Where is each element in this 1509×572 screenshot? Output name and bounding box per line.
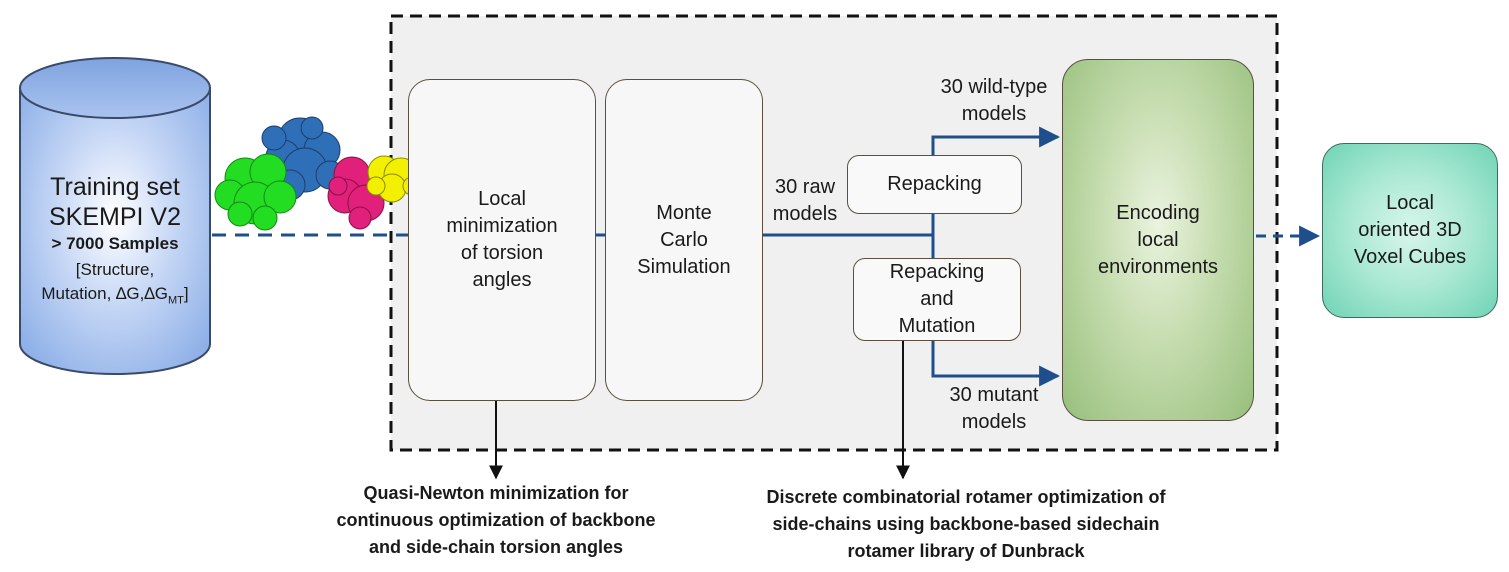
training-set-title: Training set SKEMPI V2 [20, 172, 210, 232]
raw-models-label: 30 raw models [772, 176, 838, 225]
training-set-line1: Training set [50, 173, 180, 201]
training-set-samples: > 7000 Samples [51, 234, 179, 253]
fields-subscript: MT [168, 294, 184, 307]
voxel-cubes-box: Local oriented 3D Voxel Cubes [1322, 143, 1498, 318]
training-set-fields-line2: Mutation, ∆G,∆GMT] [20, 282, 210, 312]
wild-type-models-label: 30 wild-type models [940, 76, 1048, 125]
protein-complex-illustration [214, 116, 422, 231]
training-set-line2: SKEMPI V2 [49, 203, 181, 231]
encoding-box: Encoding local environments [1062, 59, 1254, 421]
monte-carlo-box: Monte Carlo Simulation [605, 79, 763, 401]
quasi-newton-note: Quasi-Newton minimization for continuous… [336, 483, 656, 557]
repacking-mutation-box: Repacking and Mutation [853, 258, 1021, 341]
training-set-fields-line1: [Structure, [75, 260, 155, 279]
local-minimization-box: Local minimization of torsion angles [408, 79, 596, 401]
repacking-box: Repacking [847, 155, 1022, 214]
fields-close: ] [183, 284, 189, 303]
rotamer-optimization-note: Discrete combinatorial rotamer optimizat… [766, 487, 1166, 561]
database-cylinder [19, 57, 211, 375]
mutant-models-label: 30 mutant models [949, 384, 1039, 433]
training-set-fields: [Structure, Mutation, ∆G,∆GMT] [20, 258, 210, 312]
fields-text: Mutation, ∆G,∆G [41, 284, 168, 303]
